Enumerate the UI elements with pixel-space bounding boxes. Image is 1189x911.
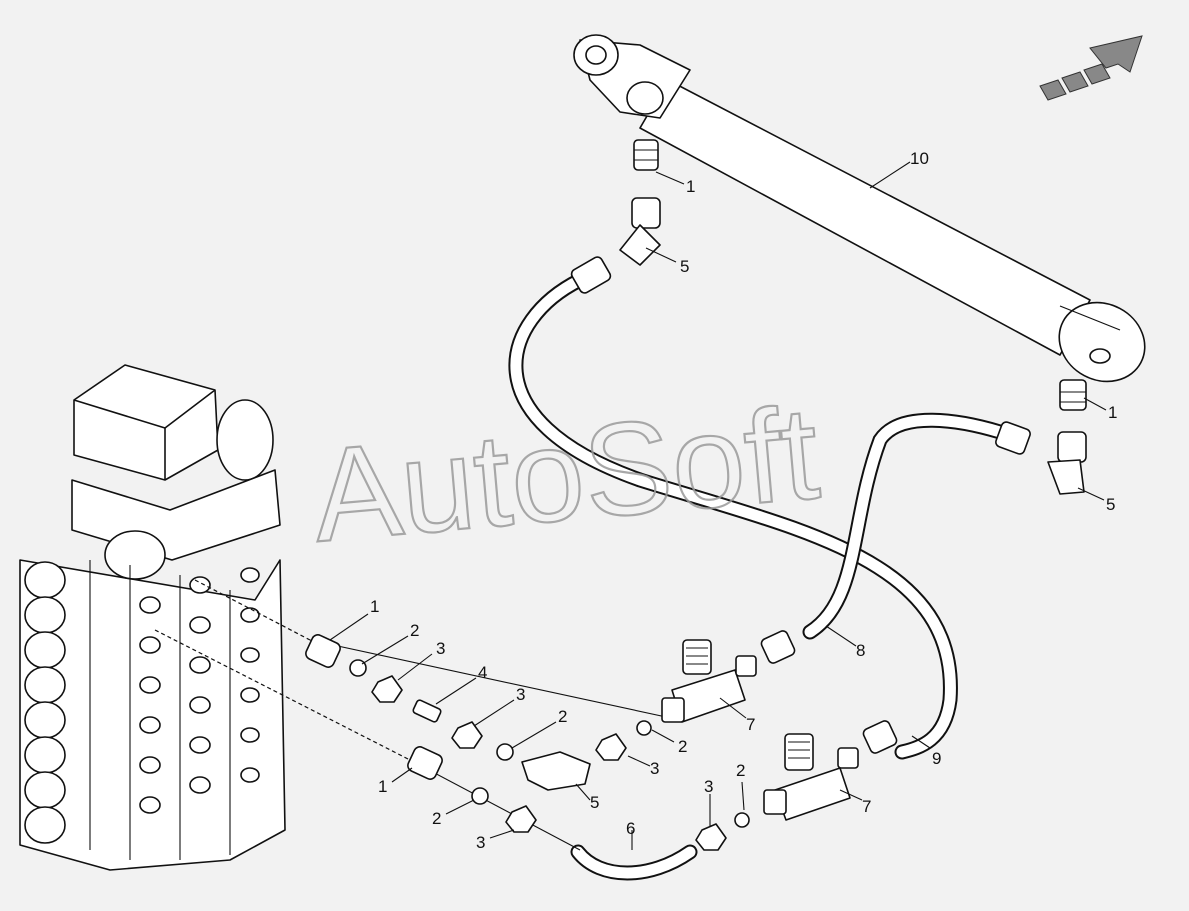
callout-1-cylinder-top: 1 — [686, 177, 695, 196]
watermark-text: AutoSoft — [307, 379, 824, 570]
callout-6-tube: 6 — [626, 819, 635, 838]
hose-8 — [802, 412, 1008, 640]
fittings-lower-chain — [407, 746, 750, 851]
fittings-upper-chain — [305, 634, 652, 791]
control-valve-block — [19, 364, 286, 871]
callout-3-upper-chain-b: 3 — [516, 685, 525, 704]
callout-1-upper-chain: 1 — [370, 597, 379, 616]
tube-6 — [570, 844, 698, 881]
callout-2-upper-chain: 2 — [410, 621, 419, 640]
callout-7-lower-tee: 7 — [862, 797, 871, 816]
callout-2-upper-tee: 2 — [678, 737, 687, 756]
callout-2-upper-chain-b: 2 — [558, 707, 567, 726]
callout-2-lower-tee: 2 — [736, 761, 745, 780]
valve-ports — [139, 567, 260, 814]
direction-arrow-icon — [1039, 35, 1143, 101]
callout-5-cylinder-top: 5 — [680, 257, 689, 276]
callout-2-lower-chain: 2 — [432, 809, 441, 828]
callout-3-lower-tee: 3 — [704, 777, 713, 796]
callout-9-hose: 9 — [932, 749, 941, 768]
valve-spool-caps — [24, 561, 66, 844]
callout-1-lower-chain: 1 — [378, 777, 387, 796]
fitting-right-adapter — [995, 379, 1087, 495]
tee-valve-upper — [661, 630, 796, 723]
leader-lines — [329, 161, 1107, 850]
callout-10-cylinder: 10 — [910, 149, 929, 168]
callout-8-hose: 8 — [856, 641, 865, 660]
callout-5-elbow: 5 — [590, 793, 599, 812]
callout-4-spacer: 4 — [478, 663, 487, 682]
callout-3-upper-tee: 3 — [650, 759, 659, 778]
hose-upper — [508, 272, 958, 760]
callout-1-cylinder-right: 1 — [1108, 403, 1117, 422]
callout-7-upper-tee: 7 — [746, 715, 755, 734]
callout-3-upper-chain-a: 3 — [436, 639, 445, 658]
tee-valve-lower — [763, 720, 898, 821]
callout-5-cylinder-right: 5 — [1106, 495, 1115, 514]
hydraulic-cylinder — [573, 34, 1146, 383]
callout-3-lower-chain: 3 — [476, 833, 485, 852]
fitting-upper-adapter — [570, 139, 661, 294]
